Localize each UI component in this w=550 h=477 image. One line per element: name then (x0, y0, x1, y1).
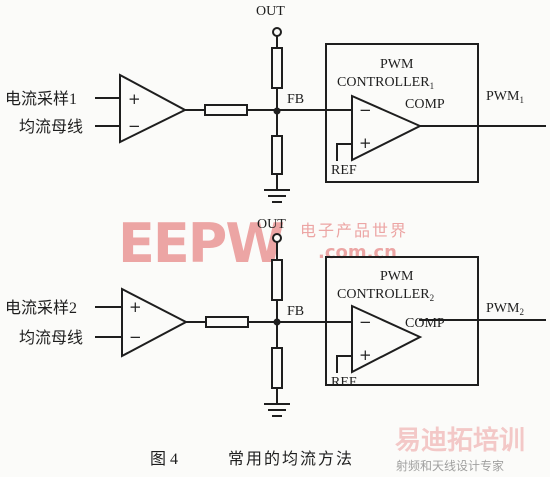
amp-minus-1: − (128, 117, 141, 135)
amp-plus-2: + (129, 298, 142, 316)
figure-caption: 图 4 常用的均流方法 (150, 450, 354, 468)
eepw-chinese-text: 电子产品世界 (300, 221, 408, 240)
resistor-series-2 (205, 316, 249, 328)
ref-label-2: REF (331, 375, 357, 390)
pwm-title-1: PWM (380, 57, 414, 72)
ground-symbol-2 (264, 403, 290, 417)
share-bus-label-1: 均流母线 (19, 118, 83, 136)
amplifier-1 (119, 73, 188, 144)
ref-wire-2 (336, 355, 353, 373)
caption-title: 常用的均流方法 (228, 450, 354, 468)
controller-label-1: CONTROLLER1 (337, 75, 434, 91)
resistor-lower-1 (271, 135, 283, 175)
current-sense-label-1: 电流采样1 (5, 90, 77, 108)
comp-label-2: COMP (405, 316, 445, 331)
channel-2: OUT FB 电流采样2 均流母线 + − PWM CONTROLLER2 − … (5, 217, 546, 417)
pwm-output-label-2: PWM2 (486, 301, 524, 317)
controller-label-2: CONTROLLER2 (337, 287, 434, 303)
resistor-lower-2 (271, 347, 283, 389)
channel-1: OUT FB 电流采样1 均流母线 + − PWM C (5, 4, 546, 203)
ref-label-1: REF (331, 163, 357, 178)
comp-plus-1: + (359, 134, 372, 152)
resistor-upper-2 (271, 259, 283, 301)
fb-label-2: FB (287, 304, 304, 319)
comparator-1 (351, 94, 423, 162)
bottom-watermark-title: 易迪拓培训 (395, 426, 525, 456)
pwm-output-label-1: PWM1 (486, 89, 524, 105)
ref-wire-1 (336, 143, 353, 161)
bottom-watermark: 易迪拓培训 射频和天线设计专家 (395, 426, 525, 473)
eepw-logo-text: EEPW (118, 212, 283, 275)
amplifier-2 (121, 287, 189, 358)
out-label-1: OUT (256, 4, 285, 19)
comp-minus-1: − (359, 101, 372, 119)
current-sense-label-2: 电流采样2 (5, 299, 77, 317)
ground-symbol-1 (264, 189, 290, 203)
eepw-url-text: .com.cn (318, 242, 397, 263)
amp-minus-2: − (129, 328, 142, 346)
bottom-watermark-sub: 射频和天线设计专家 (396, 458, 504, 473)
fb-label-1: FB (287, 92, 304, 107)
resistor-series-1 (204, 104, 248, 116)
out-label-2: OUT (257, 217, 286, 232)
comp-minus-2: − (359, 313, 372, 331)
amp-plus-1: + (128, 90, 141, 108)
share-bus-label-2: 均流母线 (19, 329, 83, 347)
eepw-watermark: EEPW 电子产品世界 .com.cn (118, 212, 408, 275)
pwm-controller-box-1 (325, 43, 479, 183)
resistor-upper-1 (271, 47, 283, 89)
out-terminal-2 (272, 233, 282, 243)
out-terminal-1 (272, 27, 282, 37)
comparator-2 (351, 304, 423, 374)
caption-figure-number: 图 4 (150, 451, 178, 468)
comp-label-1: COMP (405, 97, 445, 112)
pwm-title-2: PWM (380, 269, 414, 284)
comp-plus-2: + (359, 346, 372, 364)
